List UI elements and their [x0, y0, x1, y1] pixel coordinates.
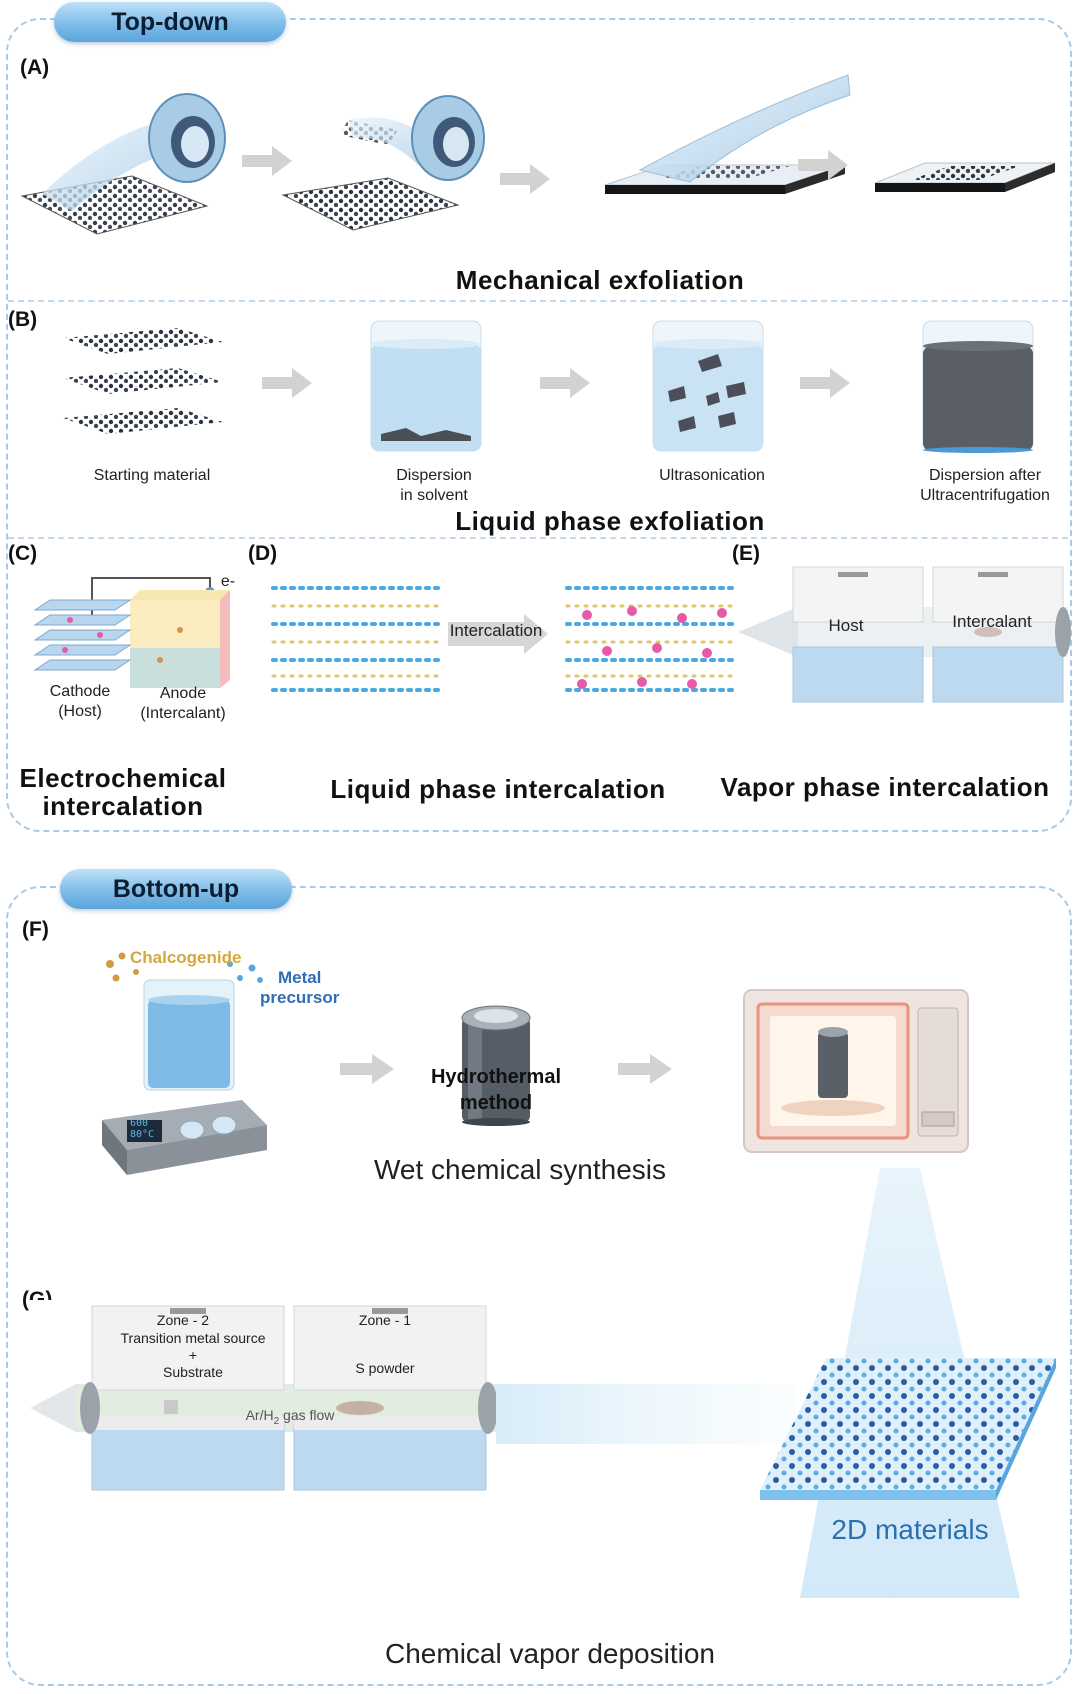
stirrer-display: 600 80°C: [130, 1118, 164, 1140]
intercalant-zone-label: Intercalant: [952, 612, 1032, 631]
hotplate-stirrer-with-beaker: [102, 952, 267, 1175]
gas-suffix: gas flow: [279, 1407, 335, 1423]
intercalation-arrow-label: Intercalation: [449, 621, 543, 640]
transition-metal-source-label: Transition metal source: [120, 1330, 266, 1346]
display-line-1: 600: [130, 1118, 149, 1129]
gas-flow-label: Ar/H2 gas flow: [220, 1405, 360, 1432]
electron-label: e-: [220, 573, 236, 590]
process-arrow: [798, 150, 848, 180]
s-powder-label: S powder: [355, 1360, 415, 1376]
panel-d-label: (D): [248, 542, 278, 565]
top-down-frame: [6, 18, 1072, 832]
zone-1-label: Zone - 1: [358, 1312, 412, 1328]
bottom-up-badge: Bottom-up: [60, 869, 292, 909]
precursor-label: precursor: [260, 988, 340, 1007]
chemical-vapor-deposition-caption: Chemical vapor deposition: [385, 1638, 715, 1669]
wet-chemical-synthesis-caption: Wet chemical synthesis: [373, 1154, 667, 1185]
layered-bulk-crystal-illustration: [63, 328, 223, 434]
metal-precursor-label: Metal precursor: [260, 968, 339, 1008]
zone-2-contents: Transition metal source + Substrate: [98, 1330, 288, 1381]
process-arrow: [540, 368, 590, 398]
cvd-furnace-final: [30, 1300, 510, 1496]
2d-materials-label: 2D materials: [831, 1514, 989, 1545]
step-ultrasonication: Ultrasonication: [659, 467, 765, 484]
ultrasonication-beaker: [652, 320, 764, 452]
intercalant-label: (Intercalant): [140, 705, 226, 722]
autoclave-vessel: [461, 1005, 531, 1126]
exfoliated-flake-on-substrate: [874, 162, 1056, 192]
solvent-beaker-with-sediment: [370, 320, 482, 452]
tape-on-substrate-illustration: [604, 74, 851, 194]
display-line-2: 80°C: [130, 1129, 155, 1140]
panel-f-label: (F): [22, 918, 49, 941]
peeling-tape-illustration: [281, 95, 485, 231]
caption-line-1: Electrochemical: [19, 763, 227, 793]
substrate-label: Substrate: [163, 1364, 223, 1380]
caption-line-2: intercalation: [42, 791, 204, 821]
panel-a-label: (A): [20, 56, 50, 79]
cathode-label: Cathode: [49, 683, 111, 700]
hydrothermal-label: Hydrothermal: [430, 1066, 562, 1088]
cathode-host-label: Cathode (Host): [30, 682, 130, 722]
host-zone-label: Host: [828, 616, 864, 635]
host-layers-illustration: [271, 586, 445, 692]
process-arrow: [242, 146, 292, 176]
tape-roll-on-flake-illustration: [20, 93, 226, 235]
centrifuged-dispersion-beaker: [922, 320, 1034, 453]
host-label: (Host): [58, 703, 102, 720]
panel-c-label: (C): [8, 542, 38, 565]
bottom-up-frame: [6, 886, 1072, 1686]
metal-label: Metal: [277, 968, 322, 987]
microwave-oven-illustration: [743, 989, 969, 1153]
gas-subscript: 2: [273, 1415, 280, 1427]
anode-label: Anode: [159, 685, 207, 702]
divider-bc: [8, 537, 1068, 539]
intercalated-layers-illustration: [565, 586, 739, 692]
panel-e-label: (E): [732, 542, 760, 565]
vapor-stream: [496, 1384, 796, 1444]
2d-material-lattice-on-substrate: [760, 1358, 1056, 1500]
gas-prefix: Ar/H: [245, 1407, 274, 1423]
anode-intercalant-label: Anode (Intercalant): [128, 684, 238, 724]
liquid-phase-intercalation-caption: Liquid phase intercalation: [330, 774, 666, 804]
zone-2-label: Zone - 2: [156, 1312, 210, 1328]
electrochemical-intercalation-caption: Electrochemical intercalation: [8, 764, 238, 820]
process-arrow: [618, 1054, 672, 1084]
method-label: method: [459, 1092, 533, 1114]
panel-b-label: (B): [8, 308, 38, 331]
hydrothermal-method-label: Hydrothermal method: [414, 1064, 578, 1116]
process-arrow: [340, 1054, 394, 1084]
intercalation-arrow: [448, 614, 548, 654]
electrochemical-cell-illustration: [33, 577, 230, 688]
chalcogenide-label: Chalcogenide: [130, 948, 242, 967]
vapor-phase-intercalation-caption: Vapor phase intercalation: [720, 772, 1050, 802]
divider-ab: [8, 300, 1068, 302]
top-down-badge: Top-down: [54, 2, 286, 42]
mechanical-exfoliation-caption: Mechanical exfoliation: [455, 265, 745, 295]
plus-sign: +: [188, 1347, 198, 1363]
liquid-phase-exfoliation-caption: Liquid phase exfoliation: [455, 506, 765, 536]
process-arrow: [800, 368, 850, 398]
process-arrow: [500, 164, 550, 194]
step-starting-material: Starting material: [93, 467, 211, 484]
process-arrow: [262, 368, 312, 398]
two-zone-furnace-illustration: [738, 566, 1071, 703]
step-dispersion-in-solvent: Dispersion in solvent: [396, 467, 472, 504]
step-dispersion-after-ultracentrifugation: Dispersion after Ultracentrifugation: [920, 467, 1050, 504]
